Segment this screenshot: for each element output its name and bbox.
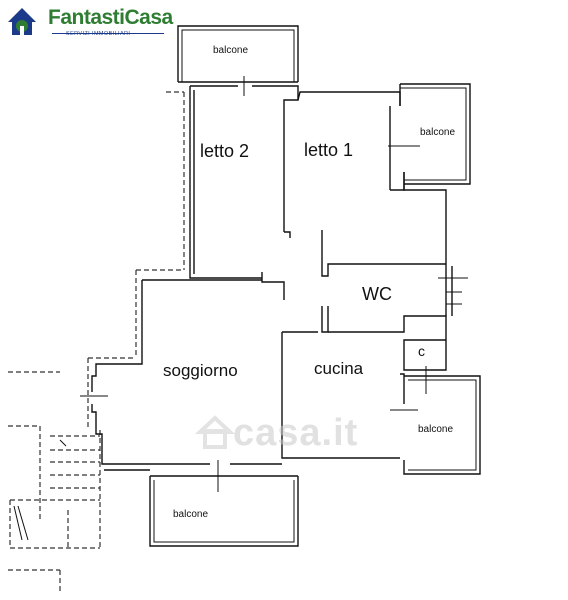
door-markers <box>80 76 468 492</box>
apartment-walls <box>91 85 462 471</box>
logo-name: FantastiCasa <box>48 6 173 29</box>
balcony-top <box>177 25 299 83</box>
balcony-label-right-upper: balcone <box>420 127 455 138</box>
brand-logo: FantastiCasa SERVIZI IMMOBILIARI <box>6 4 176 40</box>
house-logo-icon <box>8 8 36 35</box>
room-label-wc: WC <box>362 284 392 304</box>
logo-divider <box>52 33 164 34</box>
room-label-cucina: cucina <box>314 359 364 378</box>
room-label-soggiorno: soggiorno <box>163 361 238 380</box>
room-label-letto2: letto 2 <box>200 141 249 161</box>
balcony-label-top: balcone <box>213 45 248 56</box>
room-label-letto1: letto 1 <box>304 140 353 160</box>
watermark-house-icon <box>194 415 236 449</box>
external-dashed-lines <box>8 91 185 592</box>
balcony-right-lower <box>403 375 481 475</box>
balcony-right-upper <box>399 83 471 185</box>
room-label-ripostiglio: c <box>418 343 425 359</box>
logo-tagline: SERVIZI IMMOBILIARI <box>66 31 131 37</box>
balcony-label-bottom: balcone <box>173 509 208 520</box>
balcony-label-right-lower: balcone <box>418 424 453 435</box>
balcony-bottom <box>149 475 299 547</box>
watermark-text: casa.it <box>233 412 359 454</box>
